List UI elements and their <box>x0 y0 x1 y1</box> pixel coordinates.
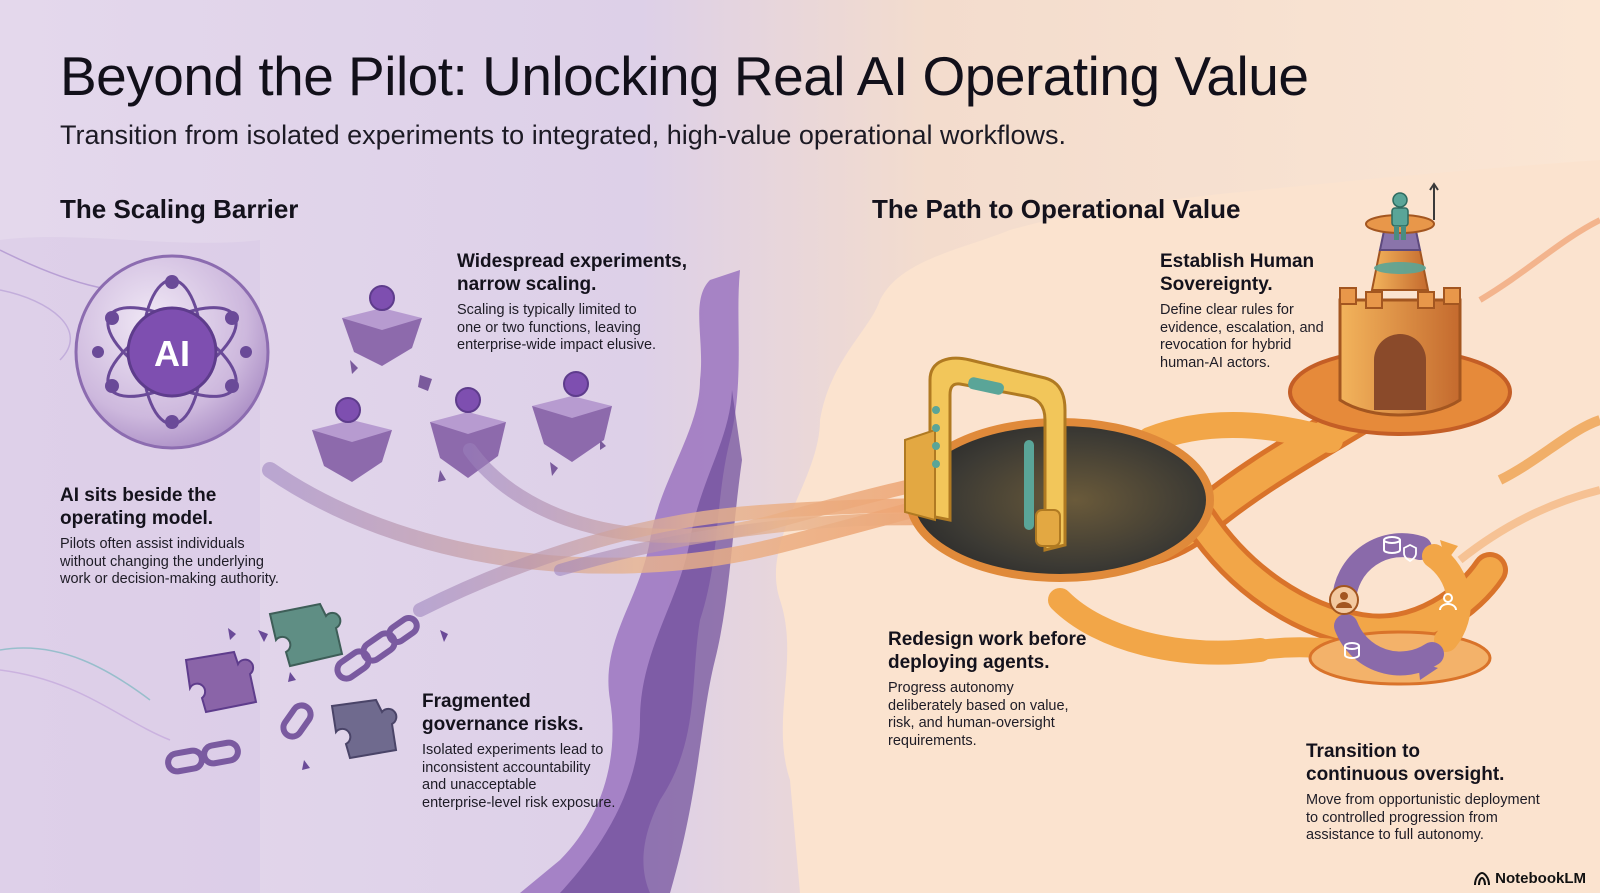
point-body-line: Move from opportunistic deployment <box>1306 792 1540 808</box>
point-title-line: operating model. <box>60 508 214 529</box>
person-icon <box>1439 593 1457 611</box>
broken-chain-icon <box>165 614 420 775</box>
notebook-logo-icon <box>1474 871 1491 885</box>
point-title-line: governance risks. <box>422 714 584 735</box>
database-icon <box>1344 536 1401 659</box>
point-body-line: assistance to full autonomy. <box>1306 827 1484 843</box>
point-title-line: Transition to <box>1306 741 1420 762</box>
floating-islands <box>312 285 612 482</box>
point-body-line: to controlled progression from <box>1306 809 1498 826</box>
point-body-line: risk, and human-oversight <box>888 715 1055 731</box>
point-ai-beside-model: AI sits beside the operating model. Pilo… <box>60 484 320 589</box>
person-icon <box>1329 585 1359 615</box>
point-body-line: and unacceptable <box>422 777 537 793</box>
point-title-line: Redesign work before <box>888 629 1087 650</box>
point-body-line: requirements. <box>888 732 977 749</box>
point-body-line: without changing the underlying <box>60 553 264 570</box>
point-body-line: Isolated experiments lead to <box>422 742 604 758</box>
page-subtitle: Transition from isolated experiments to … <box>60 120 1067 150</box>
floating-island-icon <box>342 285 422 366</box>
person-icon <box>1391 192 1409 240</box>
left-section-heading: The Scaling Barrier <box>60 194 299 224</box>
puzzle-pieces <box>184 602 448 770</box>
gateway-icon <box>904 356 1067 552</box>
point-body-line: one or two functions, leaving <box>457 319 641 336</box>
brand-mark: NotebookLM <box>1474 870 1586 887</box>
point-title-line: Widespread experiments, <box>457 251 688 272</box>
point-body-line: evidence, escalation, and <box>1160 319 1324 336</box>
point-title-line: Establish Human <box>1160 251 1315 272</box>
puzzle-piece-icon <box>330 698 398 760</box>
puzzle-piece-icon <box>184 650 258 714</box>
point-fragmented-governance: Fragmented governance risks. Isolated ex… <box>422 690 652 812</box>
puzzle-piece-icon <box>268 602 344 668</box>
point-body-line: work or decision-making authority. <box>60 571 279 587</box>
point-title-line: continuous oversight. <box>1306 764 1505 785</box>
point-title-line: Sovereignty. <box>1160 274 1273 295</box>
point-title-line: Fragmented <box>422 691 531 712</box>
point-title-line: AI sits beside the <box>60 485 217 506</box>
point-body-line: inconsistent accountability <box>422 759 591 776</box>
point-body-line: deliberately based on value, <box>888 697 1069 714</box>
point-title-line: deploying agents. <box>888 652 1050 673</box>
point-body-line: enterprise-wide impact elusive. <box>457 337 657 353</box>
point-body-line: Scaling is typically limited to <box>457 302 637 318</box>
ai-badge-label: AI <box>154 333 190 374</box>
floating-island-icon <box>532 371 612 462</box>
point-title-line: narrow scaling. <box>457 274 597 295</box>
ai-sphere-icon: AI <box>74 254 270 450</box>
cycle-arrows-icon <box>1332 533 1471 680</box>
floating-island-icon <box>430 387 506 478</box>
point-widespread-experiments: Widespread experiments, narrow scaling. … <box>457 250 717 355</box>
point-body-line: Pilots often assist individuals <box>60 536 245 552</box>
point-body-line: Progress autonomy <box>888 680 1014 696</box>
shield-icon <box>1403 543 1417 563</box>
page-title: Beyond the Pilot: Unlocking Real AI Oper… <box>60 45 1309 107</box>
point-continuous-oversight: Transition to continuous oversight. Move… <box>1306 740 1576 845</box>
brand-name: NotebookLM <box>1495 870 1586 887</box>
point-human-sovereignty: Establish Human Sovereignty. Define clea… <box>1160 250 1360 372</box>
watchtower-icon <box>1338 182 1462 417</box>
point-redesign-work: Redesign work before deploying agents. P… <box>888 628 1128 750</box>
point-body-line: human-AI actors. <box>1160 354 1271 371</box>
floating-island-icon <box>312 397 392 482</box>
right-section-heading: The Path to Operational Value <box>872 194 1241 224</box>
point-body-line: Define clear rules for <box>1160 302 1294 318</box>
point-body-line: revocation for hybrid <box>1160 337 1292 353</box>
point-body-line: enterprise-level risk exposure. <box>422 794 616 811</box>
